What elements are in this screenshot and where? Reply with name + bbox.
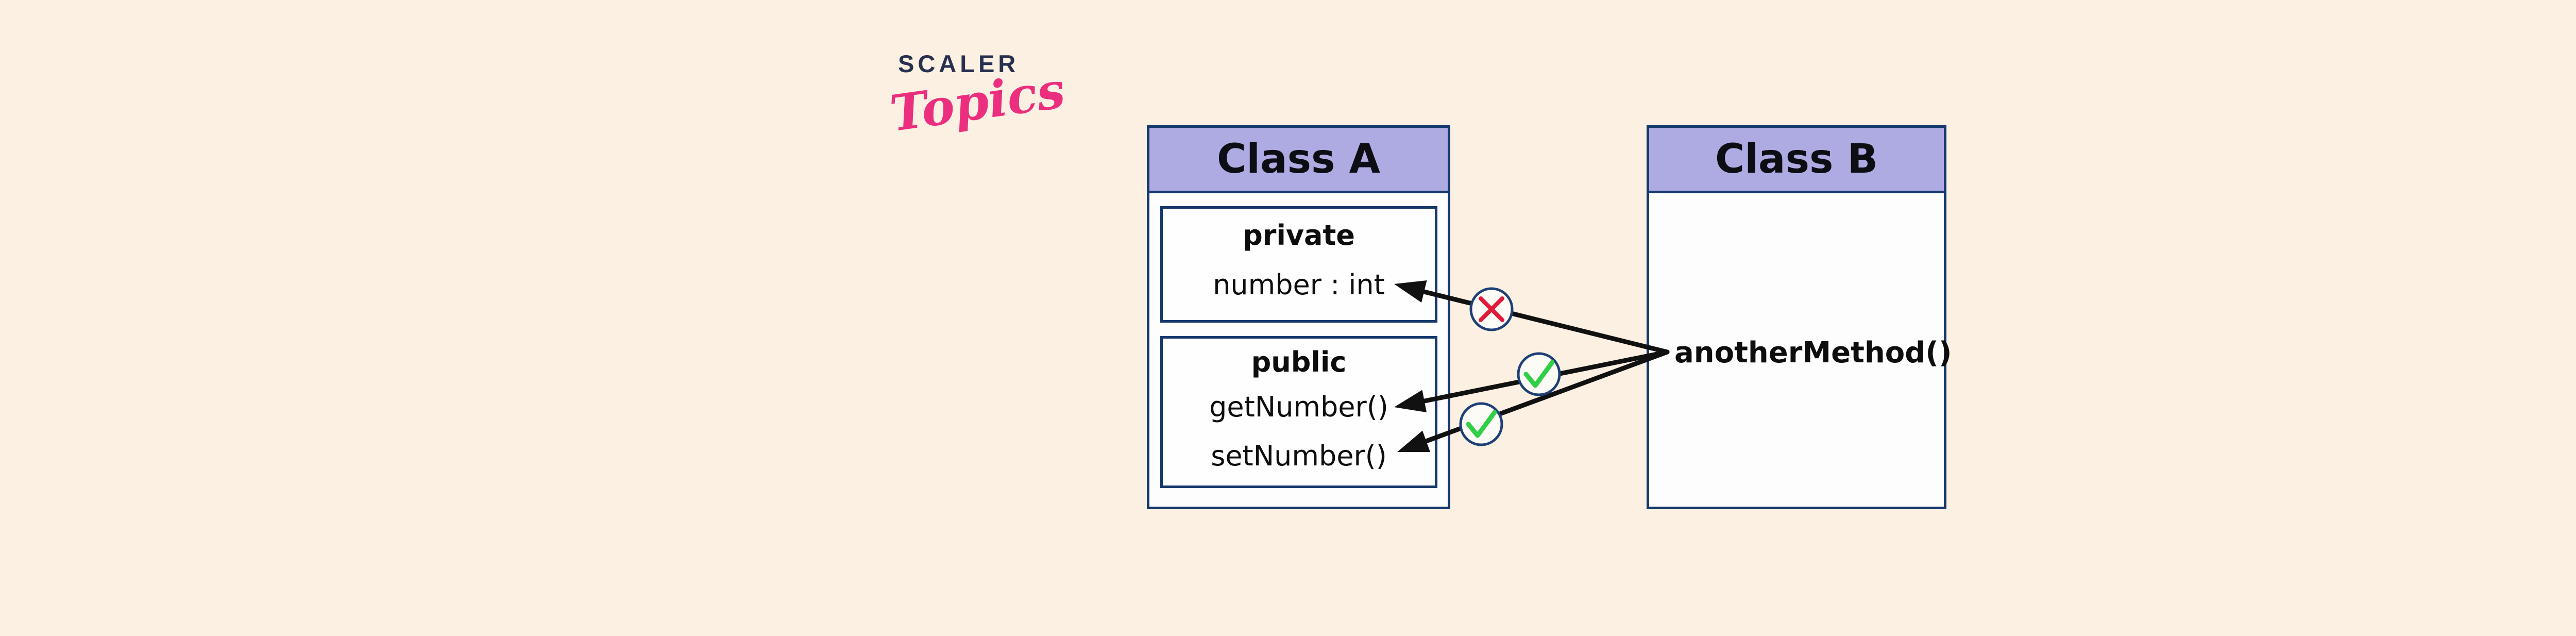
arrow-to-getnumber-line: [1422, 349, 1670, 404]
member-getnumber: getNumber(): [1209, 391, 1388, 423]
cross-icon: [1469, 287, 1514, 331]
public-section-box: public getNumber() setNumber(): [1160, 336, 1437, 488]
arrow-shafts: [1421, 289, 1670, 444]
private-section-box: private number : int: [1160, 206, 1437, 323]
class-a-title: Class A: [1217, 136, 1380, 182]
class-b-box: Class B anotherMethod(): [1647, 125, 1952, 509]
class-a-header: Class A: [1149, 128, 1448, 193]
scaler-topics-logo: SCALER Topics: [887, 49, 1069, 143]
class-b-header: Class B: [1649, 128, 1944, 193]
arrow-to-number-line: [1421, 289, 1670, 355]
private-modifier-label: private: [1243, 219, 1355, 252]
class-a-box: Class A private number : int public getN…: [1147, 125, 1450, 509]
public-modifier-label: public: [1251, 346, 1347, 378]
member-anothermethod: anotherMethod(): [1674, 336, 1952, 370]
class-b-title: Class B: [1715, 136, 1878, 182]
logo-brand-text: SCALER: [898, 50, 1020, 77]
member-number-int: number : int: [1213, 269, 1385, 301]
check-icon: [1459, 402, 1503, 446]
check-icon: [1517, 352, 1561, 396]
member-setnumber: setNumber(): [1211, 440, 1387, 472]
arrow-to-setnumber-line: [1423, 349, 1670, 444]
